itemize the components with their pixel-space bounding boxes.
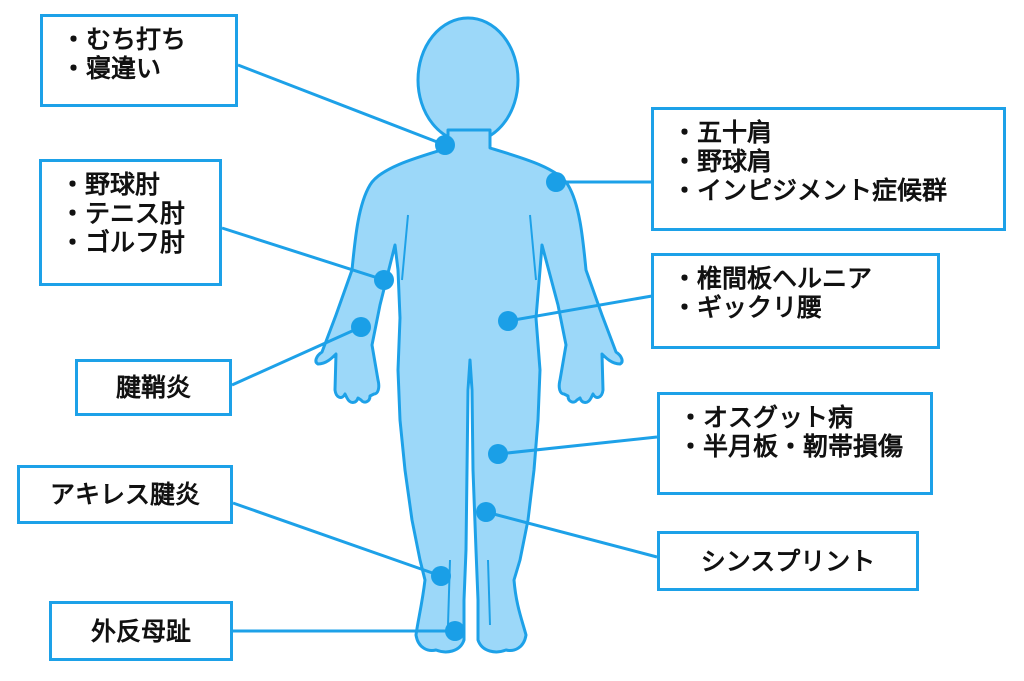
- inner-line-left-leg: [447, 559, 451, 626]
- marker-lower-back: [498, 311, 518, 331]
- human-body-silhouette: [314, 16, 624, 654]
- label-box-elbow: ・野球肘 ・テニス肘 ・ゴルフ肘: [39, 159, 222, 286]
- markers: [351, 135, 566, 641]
- connector-elbow: [221, 226, 385, 282]
- connector-wrist: [231, 325, 362, 387]
- label-lower-back-line-1: ・椎間板ヘルニア: [672, 264, 873, 293]
- label-box-toe: 外反母趾: [49, 601, 233, 661]
- marker-shin: [476, 502, 496, 522]
- label-neck-line-1: ・むち打ち: [61, 25, 187, 54]
- label-wrist: 腱鞘炎: [115, 373, 191, 402]
- marker-knee: [488, 444, 508, 464]
- marker-achilles: [431, 566, 451, 586]
- label-elbow-line-3: ・ゴルフ肘: [60, 228, 186, 257]
- label-neck-line-2: ・寝違い: [61, 54, 162, 83]
- label-knee-line-1: ・オスグット病: [678, 403, 854, 432]
- connector-shin: [485, 510, 658, 559]
- label-shoulder-line-1: ・五十肩: [672, 118, 773, 147]
- connector-knee: [497, 435, 658, 456]
- connector-neck: [237, 63, 446, 147]
- label-elbow-line-1: ・野球肘: [60, 170, 161, 199]
- connectors: [221, 63, 658, 633]
- label-shoulder-line-2: ・野球肩: [672, 147, 773, 176]
- label-box-shin: シンスプリント: [657, 531, 919, 591]
- body-outline: [314, 128, 624, 654]
- marker-neck: [435, 135, 455, 155]
- marker-wrist: [351, 317, 371, 337]
- inner-body-lines: [401, 214, 537, 626]
- marker-elbow: [374, 270, 394, 290]
- label-lower-back-line-2: ・ギックリ腰: [672, 293, 823, 322]
- inner-line-left-arm: [401, 214, 409, 281]
- label-box-neck: ・むち打ち ・寝違い: [40, 14, 238, 107]
- label-achilles: アキレス腱炎: [49, 480, 200, 509]
- label-box-knee: ・オスグット病 ・半月板・靭帯損傷: [657, 392, 933, 495]
- label-box-shoulder: ・五十肩 ・野球肩 ・インピジメント症候群: [651, 107, 1006, 231]
- label-shin: シンスプリント: [700, 546, 876, 576]
- label-shoulder-line-3: ・インピジメント症候群: [672, 176, 948, 205]
- connector-lower-back: [507, 294, 653, 323]
- head: [416, 16, 520, 144]
- connector-achilles: [232, 501, 442, 578]
- label-box-lower-back: ・椎間板ヘルニア ・ギックリ腰: [651, 253, 940, 349]
- label-knee-line-2: ・半月板・靭帯損傷: [678, 432, 904, 461]
- inner-line-right-leg: [487, 559, 491, 626]
- label-elbow-line-2: ・テニス肘: [60, 199, 186, 228]
- label-box-wrist: 腱鞘炎: [75, 359, 232, 416]
- label-toe: 外反母趾: [90, 616, 191, 646]
- label-box-achilles: アキレス腱炎: [17, 465, 233, 524]
- inner-line-right-arm: [529, 214, 537, 281]
- marker-toe: [445, 621, 465, 641]
- marker-shoulder: [546, 172, 566, 192]
